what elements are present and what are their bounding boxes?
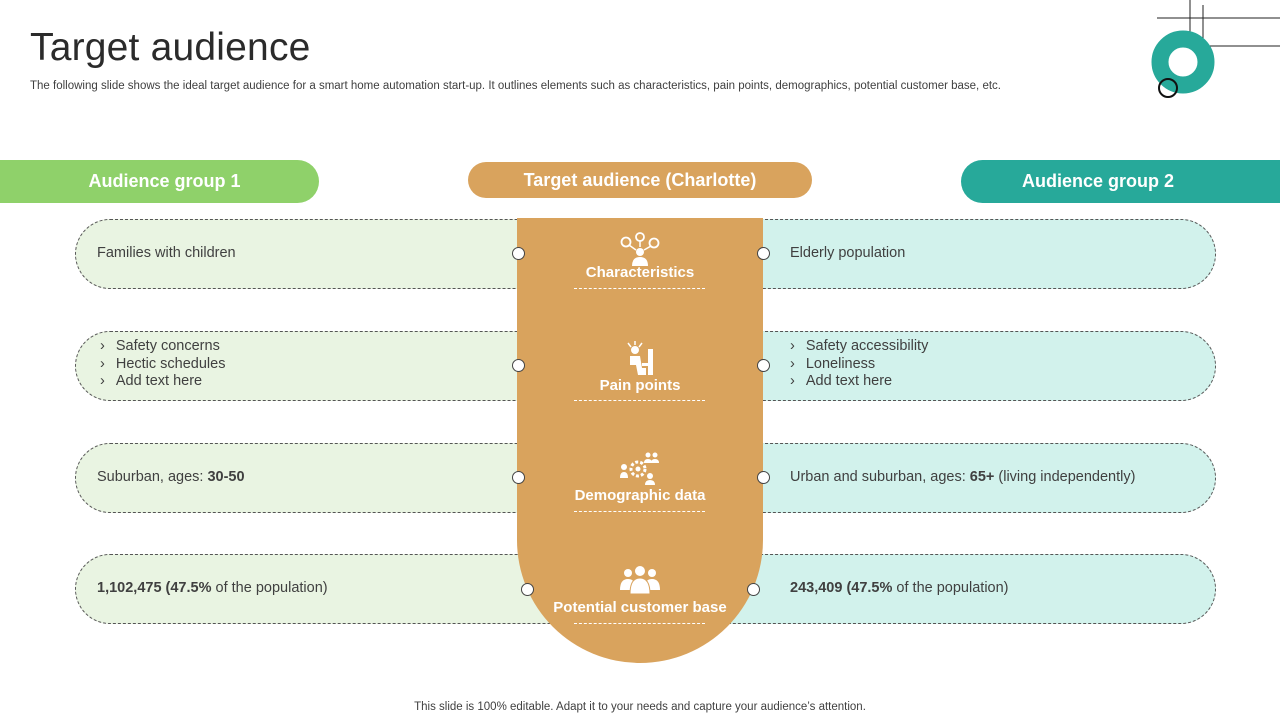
target-audience-label: Target audience (Charlotte) bbox=[523, 169, 757, 190]
connector-dot bbox=[757, 359, 770, 372]
demographic-data-label: Demographic data bbox=[574, 487, 706, 504]
connector-dot bbox=[757, 247, 770, 260]
customer-group-icon bbox=[620, 566, 660, 595]
customer-percent: (47.5% bbox=[161, 580, 212, 596]
group2-customer-base-band bbox=[725, 554, 1216, 624]
pain-points-label: Pain points bbox=[599, 377, 681, 394]
pain-points-divider bbox=[574, 400, 705, 401]
customer-count: 243,409 bbox=[790, 580, 843, 596]
connector-dot bbox=[512, 359, 525, 372]
demographics-text-suffix: (living independently) bbox=[994, 469, 1136, 485]
customer-base-divider bbox=[574, 623, 705, 624]
audience-group-1-header: Audience group 1 bbox=[0, 160, 319, 203]
group2-demographics-text: Urban and suburban, ages: 65+ (living in… bbox=[790, 469, 1135, 485]
demographics-age-range: 30-50 bbox=[207, 469, 245, 485]
potential-customer-base-label: Potential customer base bbox=[553, 599, 727, 616]
list-item: Add text here bbox=[97, 373, 225, 391]
slide-subtitle: The following slide shows the ideal targ… bbox=[30, 80, 1001, 92]
group1-demographics-text: Suburban, ages: 30-50 bbox=[97, 469, 245, 485]
group2-pain-points-list: Safety accessibility Loneliness Add text… bbox=[787, 338, 929, 391]
demographics-age-range: 65+ bbox=[969, 469, 995, 485]
person-ideas-icon bbox=[620, 232, 660, 266]
list-item: Safety concerns bbox=[97, 338, 225, 356]
demographics-text: Urban and suburban, ages: bbox=[790, 469, 970, 485]
demographics-gear-icon bbox=[620, 452, 659, 485]
customer-base-suffix: of the population) bbox=[211, 580, 328, 596]
characteristics-divider bbox=[574, 288, 705, 289]
group1-pain-points-list: Safety concerns Hectic schedules Add tex… bbox=[97, 338, 226, 391]
group2-characteristics-text: Elderly population bbox=[790, 245, 906, 261]
slide-footer: This slide is 100% editable. Adapt it to… bbox=[414, 701, 866, 713]
group1-characteristics-text: Families with children bbox=[97, 245, 236, 261]
connector-dot bbox=[512, 247, 525, 260]
list-item: Safety accessibility bbox=[787, 338, 929, 356]
target-audience-header: Target audience (Charlotte) bbox=[468, 162, 812, 198]
connector-dot bbox=[521, 583, 534, 596]
list-item: Loneliness bbox=[787, 356, 928, 374]
group1-customer-base-band bbox=[75, 554, 555, 624]
characteristics-label: Characteristics bbox=[585, 264, 695, 281]
group2-customer-base-text: 243,409 (47.5% of the population) bbox=[790, 580, 1009, 596]
group1-characteristics-band bbox=[75, 219, 555, 289]
group1-customer-base-text: 1,102,475 (47.5% of the population) bbox=[97, 580, 328, 596]
list-item: Hectic schedules bbox=[97, 356, 226, 374]
group2-demographics-band bbox=[725, 443, 1216, 513]
audience-group-1-label: Audience group 1 bbox=[88, 171, 241, 191]
stressed-person-icon bbox=[627, 341, 653, 375]
customer-percent: (47.5% bbox=[842, 580, 893, 596]
customer-count: 1,102,475 bbox=[97, 580, 162, 596]
audience-group-2-label: Audience group 2 bbox=[1021, 171, 1174, 191]
connector-dot bbox=[747, 583, 760, 596]
demographics-text: Suburban, ages: bbox=[97, 469, 208, 485]
demographic-data-divider bbox=[574, 511, 705, 512]
customer-base-suffix: of the population) bbox=[892, 580, 1009, 596]
decorative-ring-icon bbox=[1151, 0, 1280, 98]
group1-demographics-band bbox=[75, 443, 555, 513]
connector-dot bbox=[757, 471, 770, 484]
group2-characteristics-band bbox=[725, 219, 1216, 289]
connector-dot bbox=[512, 471, 525, 484]
audience-group-2-header: Audience group 2 bbox=[961, 160, 1280, 203]
list-item: Add text here bbox=[787, 373, 928, 391]
slide-title: Target audience bbox=[30, 26, 311, 69]
